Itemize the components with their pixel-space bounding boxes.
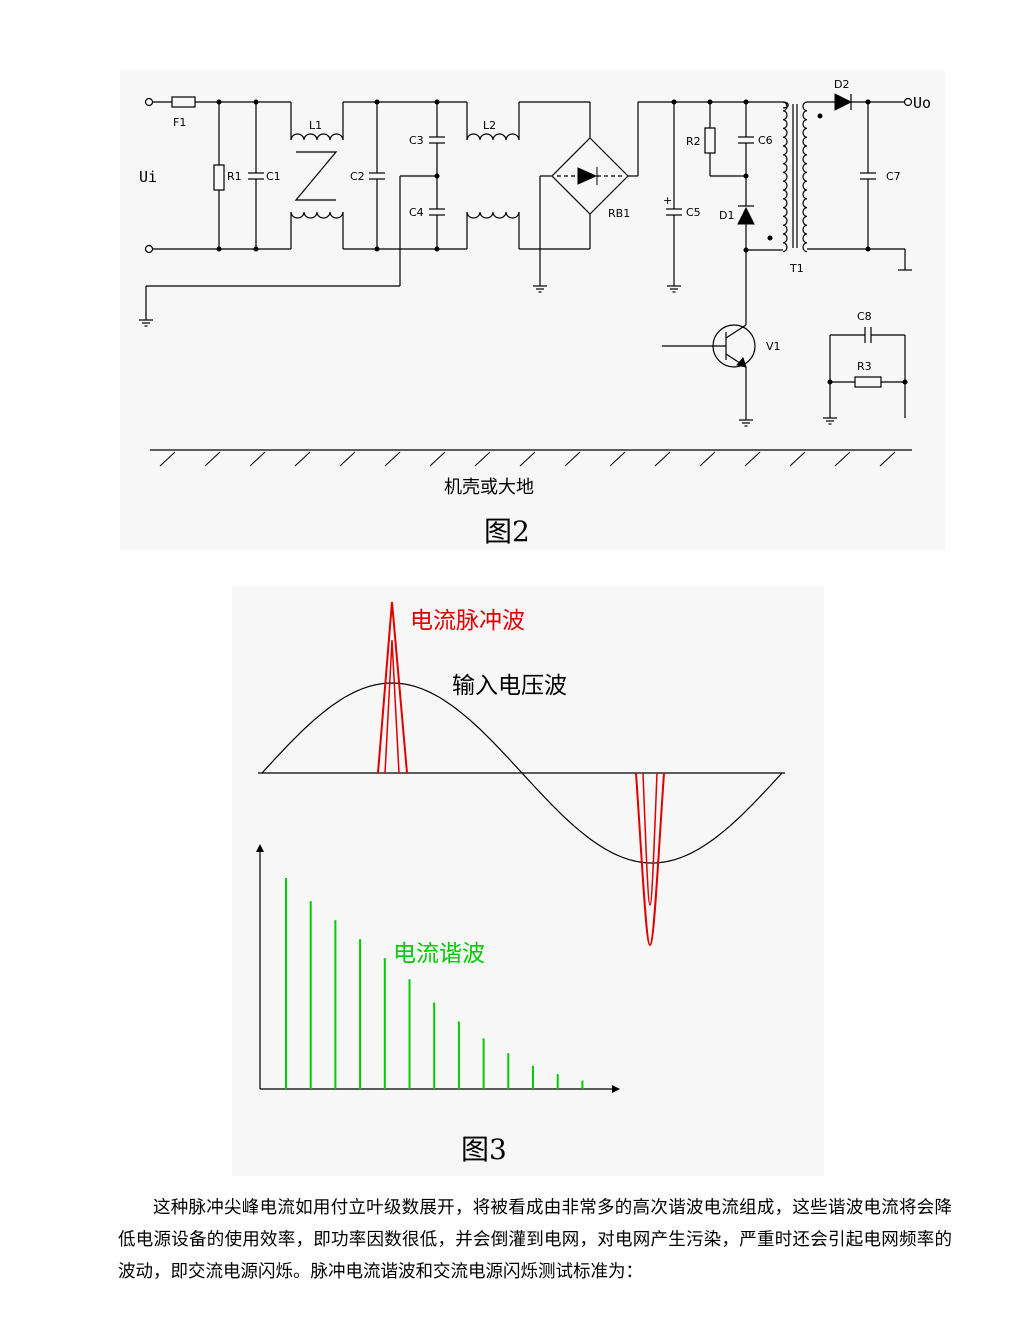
voltage-label: 输入电压波 xyxy=(452,673,567,699)
c2-label: C2 xyxy=(350,170,365,183)
figure3-caption: 图3 xyxy=(461,1133,507,1166)
c5-plus: + xyxy=(663,194,672,207)
figure2-panel xyxy=(120,70,945,550)
figure3-waveform-diagram: 电流脉冲波 输入电压波 电流谐波 xyxy=(256,601,785,1093)
figure3-panel xyxy=(232,586,824,1176)
figure2-circuit-diagram: Ui Uo F1 L1 L2 R1 C1 C2 C3 C4 RB1 + C5 R… xyxy=(139,78,931,498)
harmonic-label: 电流谐波 xyxy=(393,941,485,967)
harmonic-x-arrow xyxy=(612,1085,620,1093)
c5-label: C5 xyxy=(686,206,701,219)
input-voltage-label: Ui xyxy=(139,168,157,186)
harmonic-bars xyxy=(285,878,584,1089)
c8-label: C8 xyxy=(857,310,872,323)
l2-label: L2 xyxy=(483,119,496,132)
c1-label: C1 xyxy=(266,170,281,183)
current-pulse-positive xyxy=(377,601,408,774)
r3-label: R3 xyxy=(857,360,872,373)
figure2-caption: 图2 xyxy=(484,515,530,548)
v1-label: V1 xyxy=(766,340,781,353)
r2-label: R2 xyxy=(686,135,701,148)
c4-label: C4 xyxy=(409,206,424,219)
pulse-label: 电流脉冲波 xyxy=(410,608,525,634)
ground-text: 机壳或大地 xyxy=(444,477,534,498)
f1-label: F1 xyxy=(173,116,186,129)
d2-label: D2 xyxy=(834,78,849,91)
d1-label: D1 xyxy=(719,209,734,222)
current-pulse-positive-inner xyxy=(384,639,400,774)
c7-label: C7 xyxy=(886,170,901,183)
rb1-label: RB1 xyxy=(608,207,630,220)
harmonic-y-arrow xyxy=(256,844,264,852)
output-voltage-label: Uo xyxy=(913,94,931,112)
c6-label: C6 xyxy=(758,134,773,147)
current-pulse-negative xyxy=(635,772,665,947)
body-paragraph: 这种脉冲尖峰电流如用付立叶级数展开，将被看成由非常多的高次谐波电流组成，这些谐波… xyxy=(118,1198,952,1282)
t1-label: T1 xyxy=(789,262,804,275)
c3-label: C3 xyxy=(409,134,424,147)
l1-label: L1 xyxy=(309,119,322,132)
current-pulse-negative-inner xyxy=(642,772,658,906)
input-voltage-wave xyxy=(261,682,783,864)
r1-label: R1 xyxy=(227,170,242,183)
